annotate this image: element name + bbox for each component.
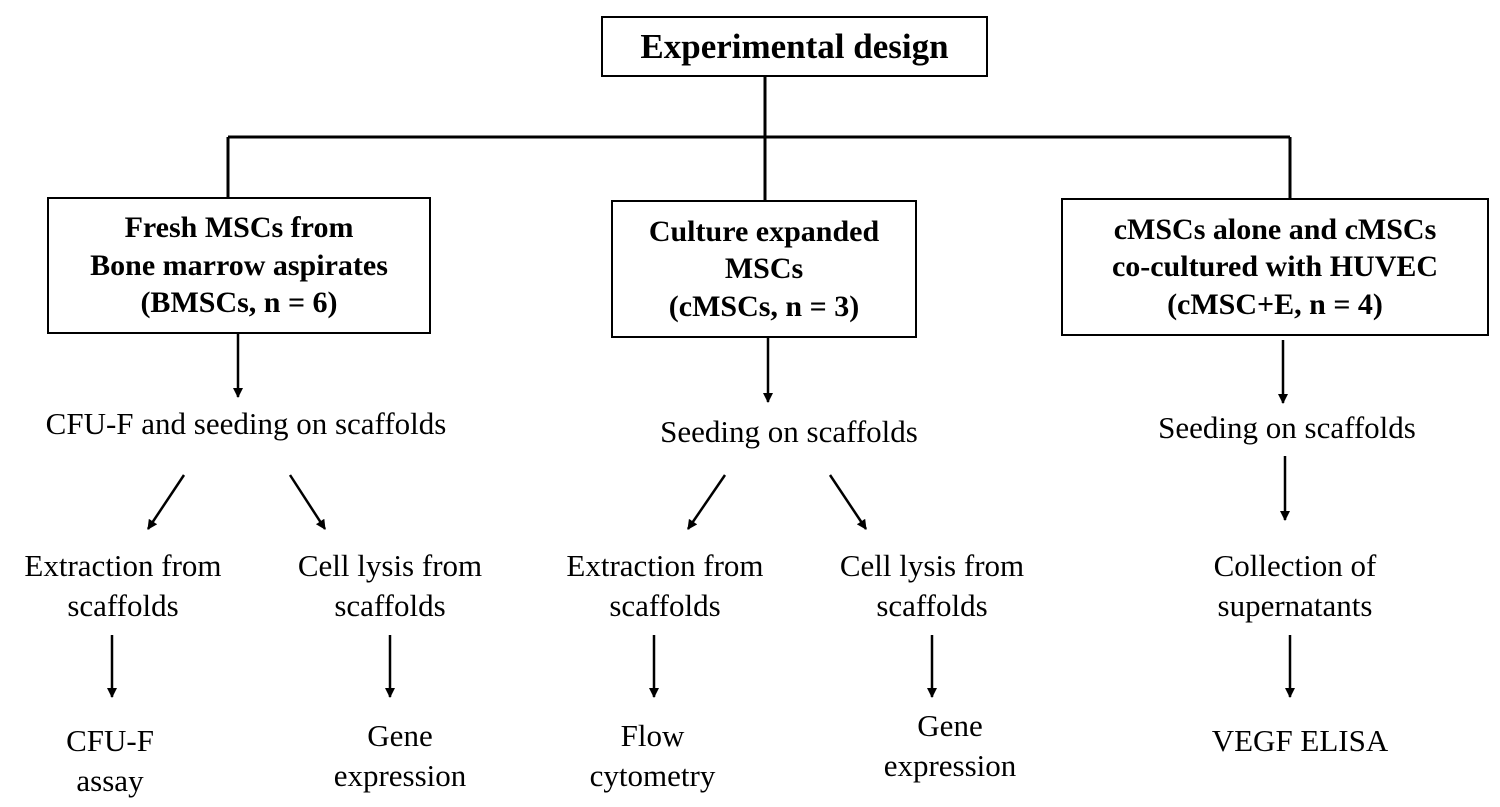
arrow-step1-to-lysis — [288, 474, 327, 530]
label-line: scaffolds — [609, 588, 721, 623]
branch-box-coculture: cMSCs alone and cMSCs co-cultured with H… — [1061, 198, 1489, 336]
label-line: Collection of — [1213, 548, 1377, 583]
label-line: Cell lysis from — [839, 548, 1025, 583]
label-line: Extraction from — [566, 548, 764, 583]
box-line: (cMSCs, n = 3) — [668, 289, 860, 323]
label-line: supernatants — [1217, 588, 1373, 623]
lysis-label: Cell lysis from scaffolds — [812, 546, 1052, 626]
lysis-label: Cell lysis from scaffolds — [270, 546, 510, 626]
arrow-step2-to-extraction — [686, 474, 727, 530]
outcome-label: Gene expression — [300, 716, 500, 796]
label-line: scaffolds — [876, 588, 988, 623]
label-line: cytometry — [589, 758, 716, 793]
label-line: Extraction from — [24, 548, 222, 583]
outcome-label: Gene expression — [850, 706, 1050, 786]
box-line: Bone marrow aspirates — [90, 248, 388, 282]
box-line: cMSCs alone and cMSCs — [1113, 212, 1437, 246]
outcome-label: VEGF ELISA — [1211, 723, 1389, 758]
collection-label: Collection of supernatants — [1170, 546, 1420, 626]
outcome-label: CFU-F assay — [20, 721, 200, 801]
label-line: expression — [333, 758, 467, 793]
box-line: Culture expanded — [648, 214, 880, 248]
step-label: Seeding on scaffolds — [1158, 410, 1416, 445]
extraction-label: Extraction from scaffolds — [0, 546, 246, 626]
label-line: Gene — [917, 708, 983, 743]
arrow-step1-to-extraction — [146, 474, 186, 530]
box-line: (BMSCs, n = 6) — [140, 286, 338, 320]
box-line: co-cultured with HUVEC — [1111, 250, 1439, 284]
label-line: expression — [883, 748, 1017, 783]
title-box: Experimental design — [601, 16, 988, 77]
page-title: Experimental design — [640, 26, 949, 66]
branch-box-bmsc: Fresh MSCs from Bone marrow aspirates (B… — [47, 197, 431, 334]
label-line: scaffolds — [334, 588, 446, 623]
extraction-label: Extraction from scaffolds — [540, 546, 790, 626]
step-label: CFU-F and seeding on scaffolds — [45, 406, 447, 441]
label-line: CFU-F — [66, 723, 154, 758]
label-line: scaffolds — [67, 588, 179, 623]
box-line: (cMSC+E, n = 4) — [1167, 287, 1383, 321]
label-line: Cell lysis from — [297, 548, 483, 583]
label-line: Flow — [620, 718, 685, 753]
branch-box-cmsc: Culture expanded MSCs (cMSCs, n = 3) — [611, 200, 917, 338]
label-line: assay — [76, 763, 144, 798]
box-line: MSCs — [724, 252, 804, 286]
outcome-label: Flow cytometry — [570, 716, 735, 796]
label-line: Gene — [367, 718, 433, 753]
step-label: Seeding on scaffolds — [660, 414, 918, 449]
box-line: Fresh MSCs from — [124, 211, 354, 245]
arrow-step2-to-lysis — [828, 474, 868, 530]
